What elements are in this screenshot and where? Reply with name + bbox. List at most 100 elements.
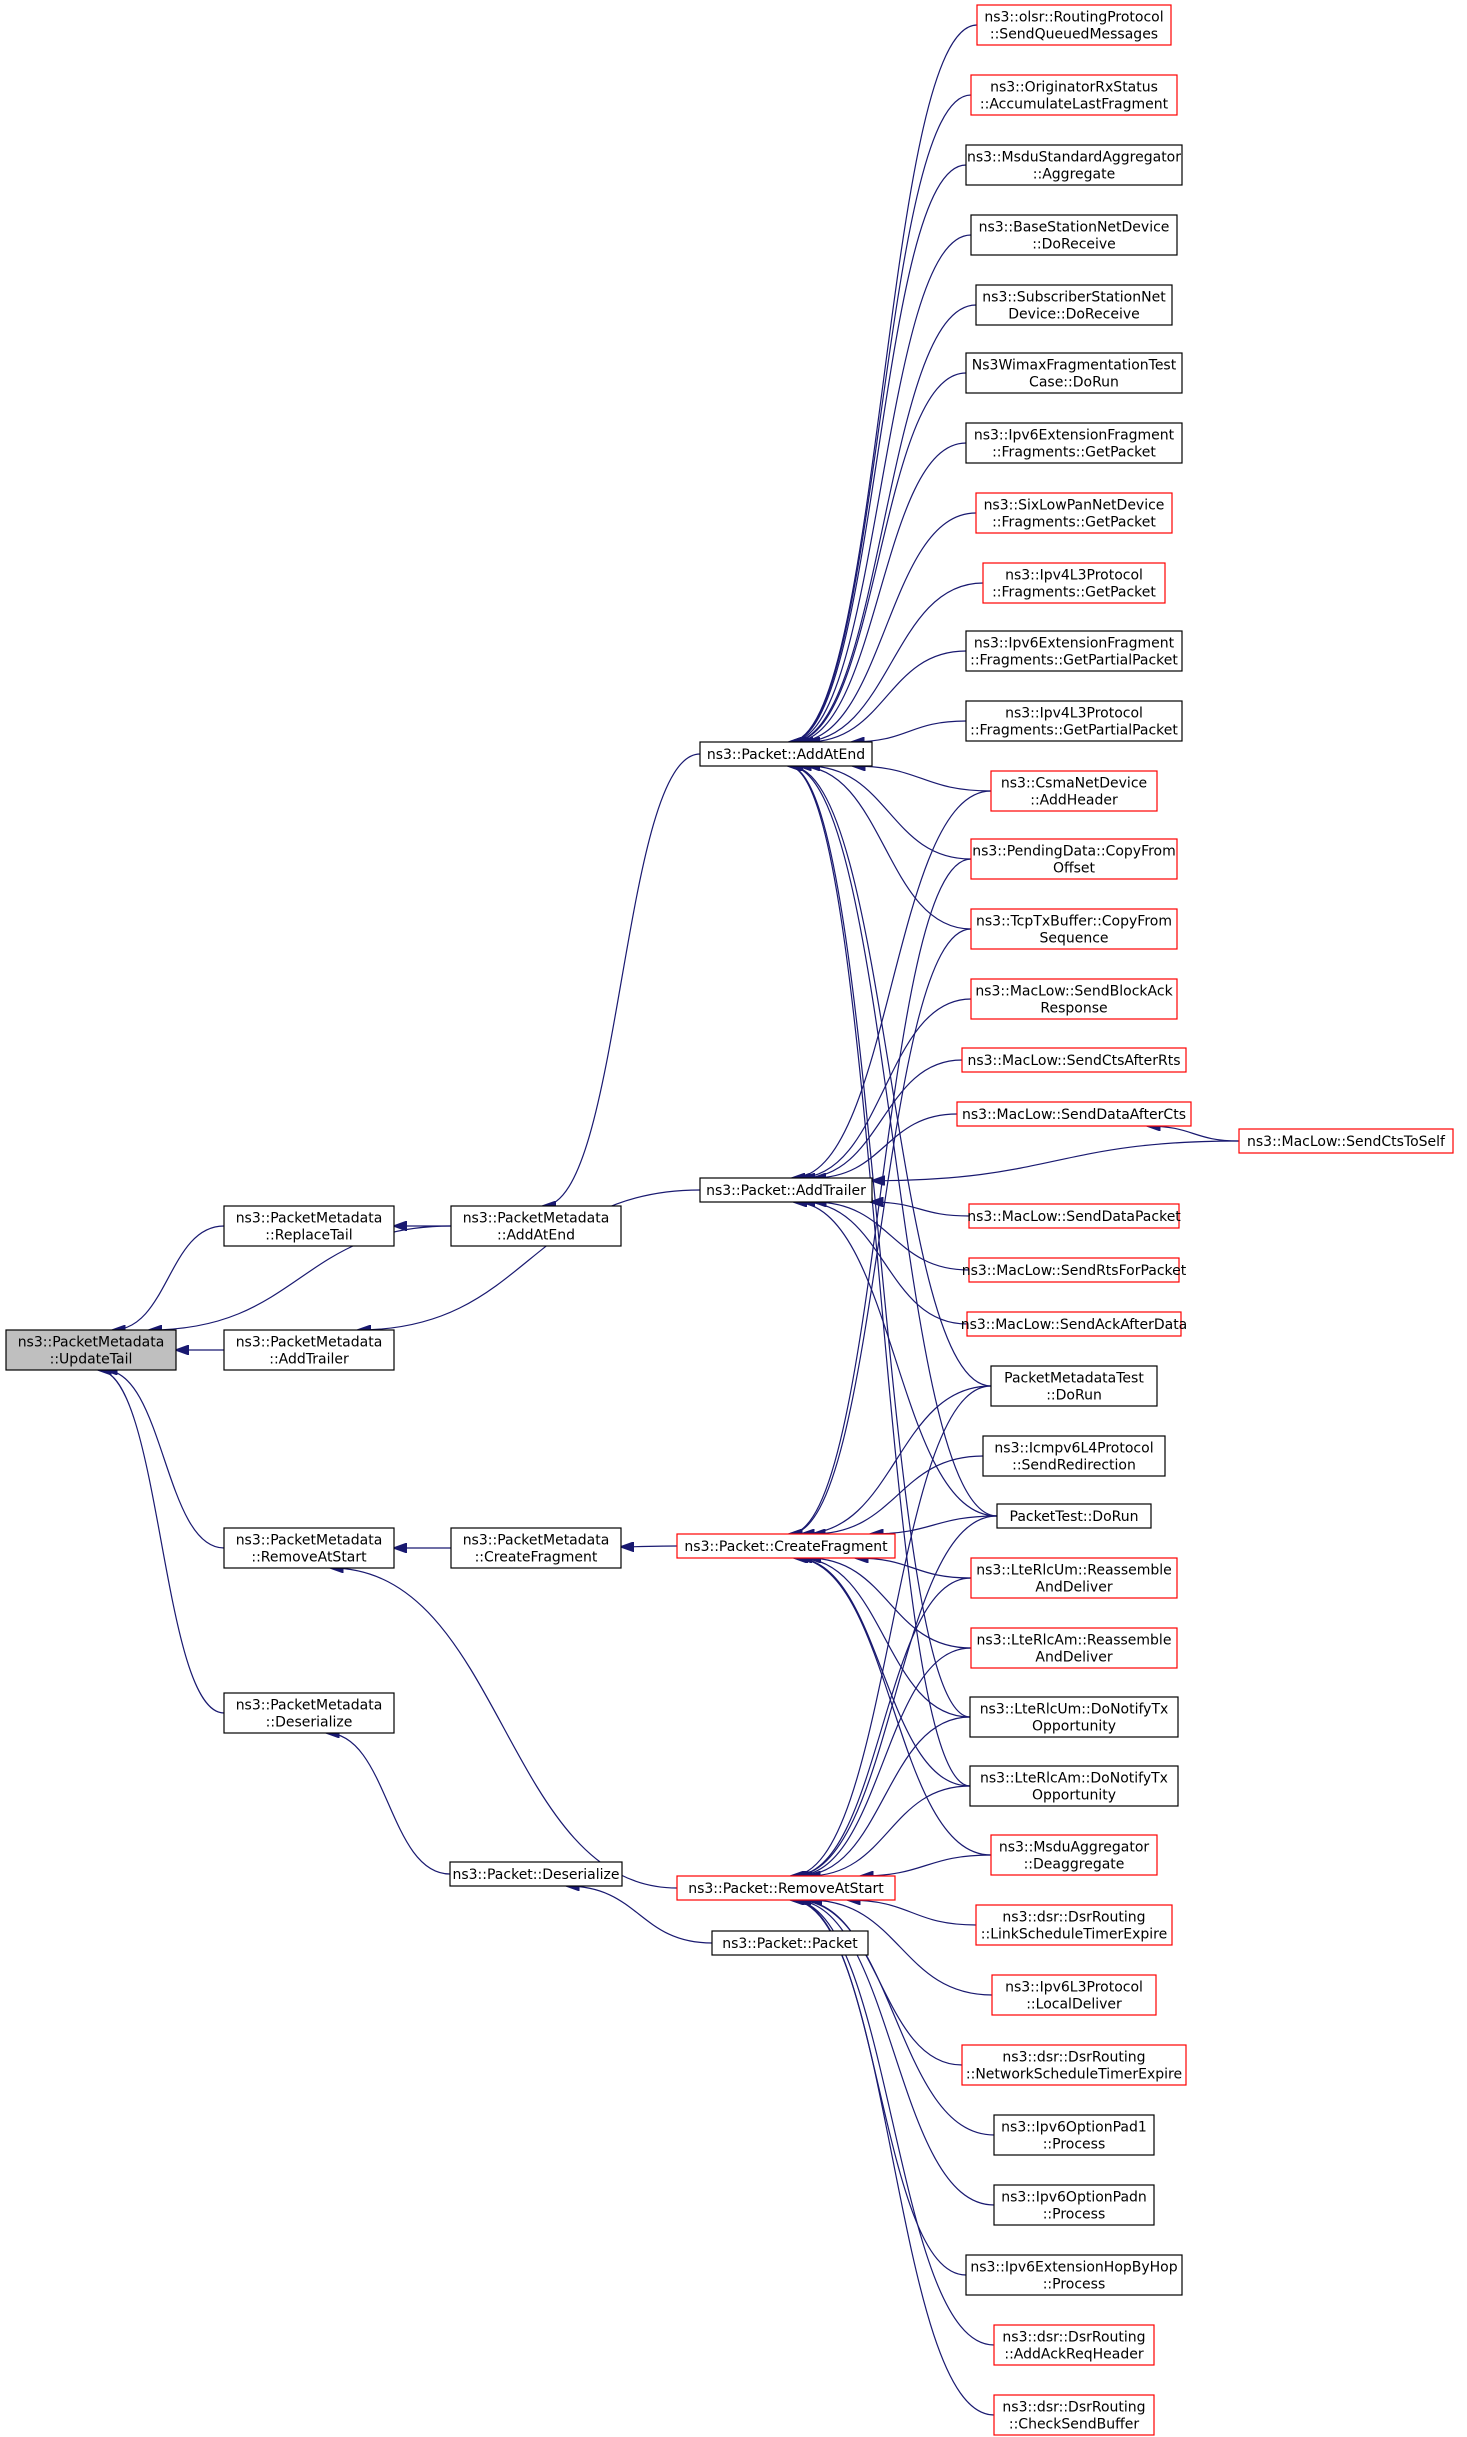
node-box[interactable] bbox=[676, 1875, 896, 1901]
node-ipv6l3-local[interactable]: ns3::Ipv6L3Protocol::LocalDeliver bbox=[991, 1974, 1157, 2016]
node-box[interactable] bbox=[223, 1329, 395, 1371]
node-box[interactable] bbox=[976, 4, 1172, 46]
node-box[interactable] bbox=[699, 741, 873, 767]
node-originator-rx[interactable]: ns3::OriginatorRxStatus::AccumulateLastF… bbox=[970, 74, 1178, 116]
node-maclow-send-ack[interactable]: ns3::MacLow::SendAckAfterData bbox=[961, 1311, 1188, 1337]
node-box[interactable] bbox=[961, 2044, 1187, 2086]
node-create-fragment-md[interactable]: ns3::PacketMetadata::CreateFragment bbox=[450, 1527, 622, 1569]
node-box[interactable] bbox=[449, 1861, 623, 1887]
node-box[interactable] bbox=[965, 630, 1183, 672]
node-box[interactable] bbox=[711, 1930, 869, 1956]
node-maclow-send-rts[interactable]: ns3::MacLow::SendRtsForPacket bbox=[962, 1257, 1187, 1283]
node-sixlowpan-get[interactable]: ns3::SixLowPanNetDevice::Fragments::GetP… bbox=[975, 492, 1173, 534]
node-box[interactable] bbox=[996, 1503, 1152, 1529]
node-box[interactable] bbox=[993, 2114, 1155, 2156]
node-box[interactable] bbox=[450, 1527, 622, 1569]
node-icmpv6-redirect[interactable]: ns3::Icmpv6L4Protocol::SendRedirection bbox=[982, 1435, 1166, 1477]
node-box[interactable] bbox=[961, 1047, 1187, 1073]
node-box[interactable] bbox=[969, 1765, 1179, 1807]
node-packet-add-trailer[interactable]: ns3::Packet::AddTrailer bbox=[699, 1177, 873, 1203]
node-box[interactable] bbox=[5, 1329, 177, 1371]
node-add-at-end-md[interactable]: ns3::PacketMetadata::AddAtEnd bbox=[450, 1205, 622, 1247]
node-bs-do-receive[interactable]: ns3::BaseStationNetDevice::DoReceive bbox=[970, 214, 1178, 256]
node-update-tail[interactable]: ns3::PacketMetadata::UpdateTail bbox=[5, 1329, 177, 1371]
node-box[interactable] bbox=[982, 1435, 1166, 1477]
node-box[interactable] bbox=[975, 284, 1173, 326]
node-packet-create-fragment[interactable]: ns3::Packet::CreateFragment bbox=[676, 1533, 896, 1559]
node-box[interactable] bbox=[993, 2184, 1155, 2226]
node-maclow-send-data-after-cts[interactable]: ns3::MacLow::SendDataAfterCts bbox=[956, 1101, 1192, 1127]
node-box[interactable] bbox=[965, 352, 1183, 394]
node-ipv6-ext-frag-get[interactable]: ns3::Ipv6ExtensionFragment::Fragments::G… bbox=[965, 422, 1183, 464]
node-box[interactable] bbox=[970, 978, 1178, 1020]
node-box[interactable] bbox=[970, 1557, 1178, 1599]
node-box[interactable] bbox=[970, 74, 1178, 116]
node-box[interactable] bbox=[968, 1257, 1180, 1283]
node-box[interactable] bbox=[956, 1101, 1192, 1127]
node-packet-metadata-test[interactable]: PacketMetadataTest::DoRun bbox=[990, 1365, 1158, 1407]
node-box[interactable] bbox=[993, 2394, 1155, 2436]
node-box[interactable] bbox=[990, 1365, 1158, 1407]
node-replace-tail[interactable]: ns3::PacketMetadata::ReplaceTail bbox=[223, 1205, 395, 1247]
node-ipv4l3-get[interactable]: ns3::Ipv4L3Protocol::Fragments::GetPacke… bbox=[982, 562, 1166, 604]
node-packet-remove-at-start[interactable]: ns3::Packet::RemoveAtStart bbox=[676, 1875, 896, 1901]
node-box[interactable] bbox=[968, 1203, 1180, 1229]
node-olsr-send-queued[interactable]: ns3::olsr::RoutingProtocol::SendQueuedMe… bbox=[976, 4, 1172, 46]
node-msdu-std-aggregate[interactable]: ns3::MsduStandardAggregator::Aggregate bbox=[965, 144, 1183, 186]
node-maclow-send-data-packet[interactable]: ns3::MacLow::SendDataPacket bbox=[967, 1203, 1181, 1229]
node-box[interactable] bbox=[991, 1974, 1157, 2016]
node-box[interactable] bbox=[1238, 1128, 1454, 1154]
node-packet-add-at-end[interactable]: ns3::Packet::AddAtEnd bbox=[699, 741, 873, 767]
node-ipv4l3-partial[interactable]: ns3::Ipv4L3Protocol::Fragments::GetParti… bbox=[965, 700, 1183, 742]
node-pad1-process[interactable]: ns3::Ipv6OptionPad1::Process bbox=[993, 2114, 1155, 2156]
node-box[interactable] bbox=[965, 144, 1183, 186]
node-box[interactable] bbox=[975, 1904, 1173, 1946]
node-deserialize-md[interactable]: ns3::PacketMetadata::Deserialize bbox=[223, 1692, 395, 1734]
node-box[interactable] bbox=[990, 770, 1158, 812]
node-box[interactable] bbox=[970, 1627, 1178, 1669]
node-box[interactable] bbox=[699, 1177, 873, 1203]
node-packet-packet[interactable]: ns3::Packet::Packet bbox=[711, 1930, 869, 1956]
node-maclow-send-cts-after-rts[interactable]: ns3::MacLow::SendCtsAfterRts bbox=[961, 1047, 1187, 1073]
node-box[interactable] bbox=[993, 2324, 1155, 2366]
node-padn-process[interactable]: ns3::Ipv6OptionPadn::Process bbox=[993, 2184, 1155, 2226]
node-ss-do-receive[interactable]: ns3::SubscriberStationNetDevice::DoRecei… bbox=[975, 284, 1173, 326]
node-dsr-network-timer[interactable]: ns3::dsr::DsrRouting::NetworkScheduleTim… bbox=[961, 2044, 1187, 2086]
node-box[interactable] bbox=[982, 562, 1166, 604]
node-csma-add-header[interactable]: ns3::CsmaNetDevice::AddHeader bbox=[990, 770, 1158, 812]
node-remove-at-start-md[interactable]: ns3::PacketMetadata::RemoveAtStart bbox=[223, 1527, 395, 1569]
node-box[interactable] bbox=[990, 1834, 1158, 1876]
node-box[interactable] bbox=[970, 908, 1178, 950]
node-box[interactable] bbox=[970, 214, 1178, 256]
node-box[interactable] bbox=[223, 1692, 395, 1734]
node-maclow-send-cts-to-self[interactable]: ns3::MacLow::SendCtsToSelf bbox=[1238, 1128, 1454, 1154]
node-add-trailer-md[interactable]: ns3::PacketMetadata::AddTrailer bbox=[223, 1329, 395, 1371]
node-box[interactable] bbox=[975, 492, 1173, 534]
node-dsr-check-buffer[interactable]: ns3::dsr::DsrRouting::CheckSendBuffer bbox=[993, 2394, 1155, 2436]
node-box[interactable] bbox=[965, 422, 1183, 464]
node-dsr-add-ack[interactable]: ns3::dsr::DsrRouting::AddAckReqHeader bbox=[993, 2324, 1155, 2366]
node-box[interactable] bbox=[223, 1205, 395, 1247]
node-ipv6-ext-frag-partial[interactable]: ns3::Ipv6ExtensionFragment::Fragments::G… bbox=[965, 630, 1183, 672]
node-packet-deserialize[interactable]: ns3::Packet::Deserialize bbox=[449, 1861, 623, 1887]
node-dsr-link-timer[interactable]: ns3::dsr::DsrRouting::LinkScheduleTimerE… bbox=[975, 1904, 1173, 1946]
node-box[interactable] bbox=[966, 1311, 1182, 1337]
node-box[interactable] bbox=[965, 2254, 1183, 2296]
node-box[interactable] bbox=[676, 1533, 896, 1559]
node-box[interactable] bbox=[223, 1527, 395, 1569]
node-hopbyhop-process[interactable]: ns3::Ipv6ExtensionHopByHop::Process bbox=[965, 2254, 1183, 2296]
node-packet-test[interactable]: PacketTest::DoRun bbox=[996, 1503, 1152, 1529]
node-box[interactable] bbox=[450, 1205, 622, 1247]
node-msdu-deaggregate[interactable]: ns3::MsduAggregator::Deaggregate bbox=[990, 1834, 1158, 1876]
node-box[interactable] bbox=[969, 1696, 1179, 1738]
node-box[interactable] bbox=[970, 838, 1178, 880]
node-box[interactable] bbox=[965, 700, 1183, 742]
